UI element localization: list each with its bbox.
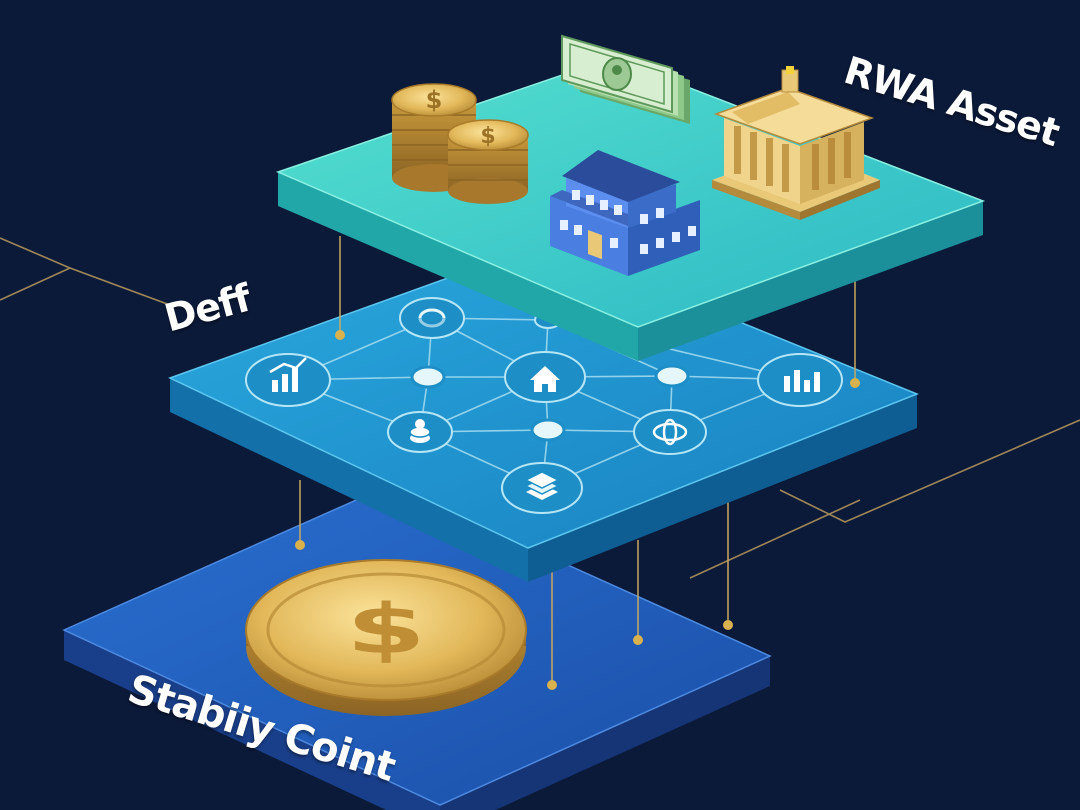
bar-chart-icon: [245, 353, 331, 407]
refresh-cycle-icon: [399, 297, 465, 339]
banknote-stack-icon: [561, 34, 690, 124]
svg-text:$: $: [426, 86, 443, 114]
connector-dots-upper: [335, 330, 860, 388]
bank-building-icon: [712, 66, 880, 220]
coin-stack-node-icon: [387, 411, 453, 453]
coin-stack-icon: $ $: [391, 83, 529, 204]
connection-node-icon: [633, 409, 707, 455]
home-icon: [504, 351, 586, 403]
analytics-icon: [757, 353, 843, 407]
svg-text:$: $: [480, 124, 495, 149]
small-node-icon: [530, 418, 566, 442]
database-layers-icon: [501, 462, 583, 514]
office-building-icon: [550, 150, 700, 276]
background-circuit-lines: [0, 237, 1080, 579]
small-node-icon: [410, 365, 446, 389]
rwa-asset-layer: $ $: [275, 34, 986, 361]
stablecoin-layer: $: [62, 484, 772, 810]
layer-connectors-upper: [339, 236, 856, 383]
svg-text:$: $: [346, 589, 426, 669]
connector-dots-lower: [295, 540, 733, 690]
dollar-coin-icon: $: [245, 559, 527, 716]
small-node-icon: [654, 364, 690, 388]
